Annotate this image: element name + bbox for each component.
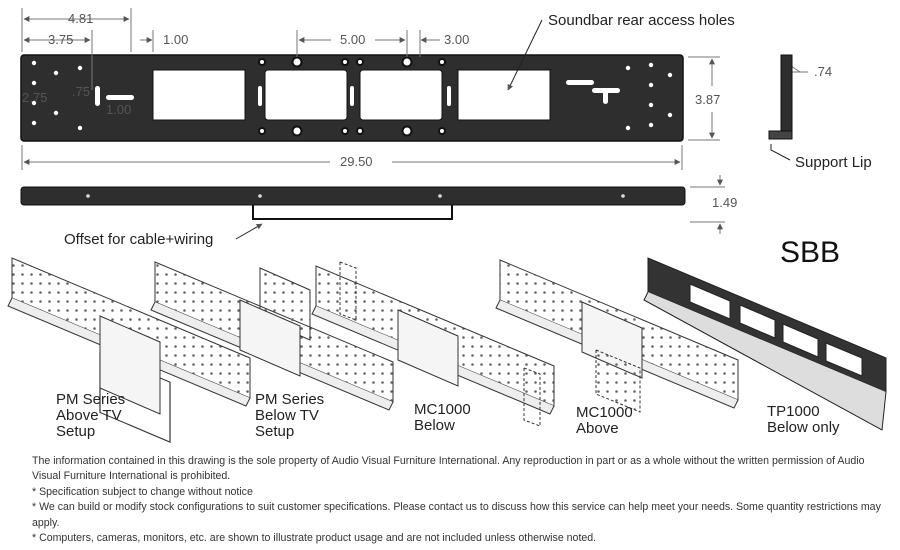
dim-1-00-side: 1.00: [106, 102, 131, 117]
setup-tp1000-below: [643, 257, 887, 431]
bracket-top-view: Offset for cable+wiring: [20, 186, 686, 248]
setup-mc1000-above-line2: Above: [576, 420, 619, 437]
svg-text:Soundbar rear access holes: Soundbar rear access holes: [548, 12, 735, 29]
setup-mc1000-below: [311, 261, 555, 427]
dim-0-75: .75: [72, 84, 90, 99]
bracket-front-view: [20, 54, 684, 142]
dim-29-50: 29.50: [340, 154, 373, 169]
setup-pm-below-line2: Below TV: [255, 407, 319, 424]
setup-pm-above-line1: PM Series: [56, 391, 125, 408]
dim-3-75: 3.75: [48, 32, 73, 47]
dim-2-75: 2.75: [22, 90, 47, 105]
dimension-lines: [21, 8, 808, 234]
footer-note-equipment: * Computers, cameras, monitors, etc. are…: [32, 532, 597, 545]
setup-tp1000-line1: TP1000: [767, 403, 820, 420]
offset-label: Offset for cable+wiring: [64, 231, 213, 248]
technical-drawing: 4.81 3.75 1.00 5.00 3.00 2.75 .75 1.00 3…: [7, 8, 887, 444]
footer-note-custom: * We can build or modify stock configura…: [32, 501, 881, 529]
dim-3-87: 3.87: [695, 92, 720, 107]
setup-pm-above: [7, 257, 251, 444]
setup-mc1000-above-line1: MC1000: [576, 404, 633, 421]
setup-pm-below-line3: Setup: [255, 423, 294, 440]
setup-pm-above-line2: Above TV: [56, 407, 122, 424]
dim-1-49: 1.49: [712, 195, 737, 210]
dim-4-81: 4.81: [68, 11, 93, 26]
setup-pm-below-line1: PM Series: [255, 391, 324, 408]
support-lip-label: Support Lip: [795, 154, 872, 171]
dim-5-00: 5.00: [340, 32, 365, 47]
setup-pm-below: [150, 261, 394, 411]
callout-rear-access: Soundbar rear access holes: [507, 12, 735, 91]
dim-1-00-top: 1.00: [163, 32, 188, 47]
setup-tp1000-line2: Below only: [767, 419, 840, 436]
setup-mc1000-below-line2: Below: [414, 417, 455, 434]
setup-pm-above-line3: Setup: [56, 423, 95, 440]
dim-0-74: .74: [814, 64, 832, 79]
dim-3-00: 3.00: [444, 32, 469, 47]
setup-mc1000-above: [495, 259, 739, 413]
footer-note-spec: * Specification subject to change withou…: [32, 485, 253, 498]
bracket-side-view: Support Lip: [768, 54, 872, 171]
footer-notes: The information contained in this drawin…: [32, 454, 882, 546]
model-name: SBB: [780, 236, 840, 269]
footer-disclaimer: The information contained in this drawin…: [32, 455, 865, 483]
setup-mc1000-below-line1: MC1000: [414, 401, 471, 418]
